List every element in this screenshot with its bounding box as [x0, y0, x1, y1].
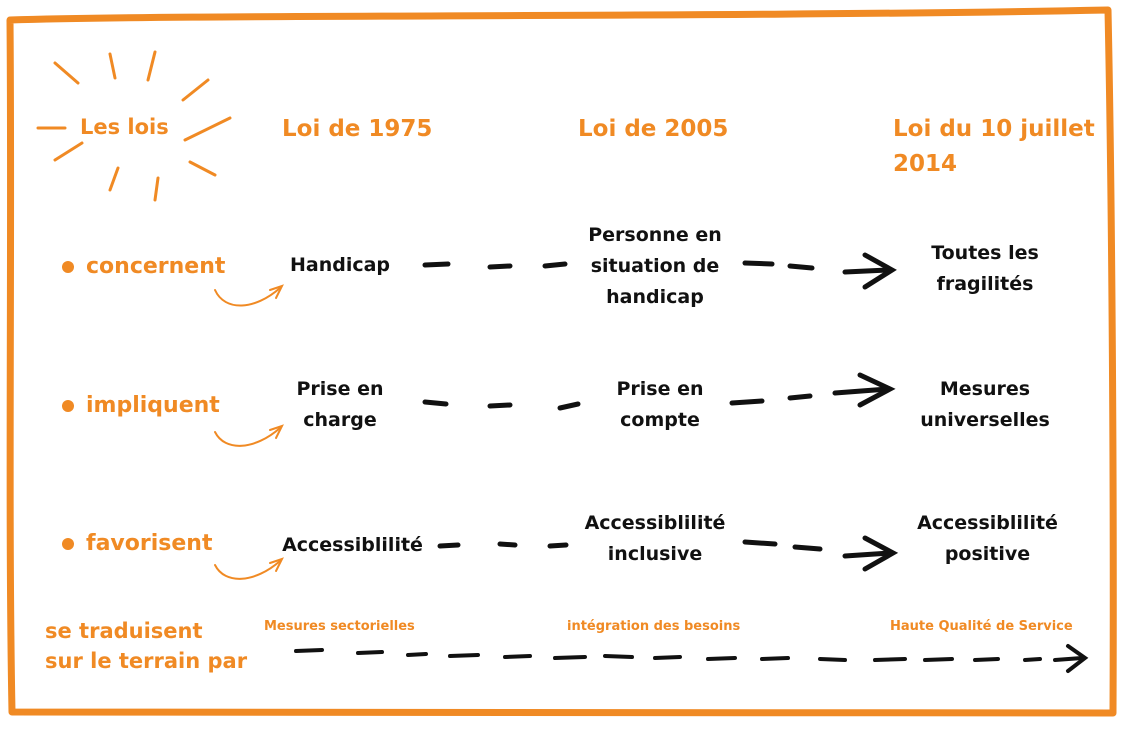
terrain-stage-qualite: Haute Qualité de Service: [890, 619, 1073, 634]
column-header-2005: Loi de 2005: [578, 116, 729, 142]
terrain-label-line2: sur le terrain par: [45, 649, 248, 673]
row-label-impliquent: impliquent: [62, 393, 220, 418]
dashed-arrow-icon: [422, 372, 896, 411]
column-header-2014: Loi du 10 juillet 2014: [893, 116, 1095, 177]
terrain-stage-integration: intégration des besoins: [567, 619, 741, 634]
sun-rays-icon: [36, 50, 232, 202]
row-label-text: impliquent: [86, 393, 220, 418]
dashed-arrow-icon: [422, 252, 897, 290]
cell-1975-impliquent: Prise en charge: [296, 378, 384, 431]
bullet-dot-icon: [62, 261, 74, 273]
bullet-dot-icon: [62, 400, 74, 412]
cell-2014-favorisent: Accessiblilité positive: [917, 512, 1058, 565]
frame-border: [6, 6, 1117, 718]
dashed-arrow-icon: [437, 535, 899, 572]
row-label-favorisent: favorisent: [62, 531, 212, 556]
terrain-label-line1: se traduisent: [45, 619, 203, 643]
cell-2005-impliquent: Prise en compte: [616, 378, 704, 431]
curved-arrow-icon: [214, 284, 284, 580]
cell-1975-favorisent: Accessiblilité: [282, 534, 423, 556]
dashed-arrow-icon: [294, 644, 1089, 673]
bullet-dot-icon: [62, 538, 74, 550]
row-label-concernent: concernent: [62, 254, 225, 279]
cell-1975-concernent: Handicap: [289, 254, 391, 276]
cell-2014-concernent: Toutes les fragilités: [931, 242, 1039, 295]
row-label-text: favorisent: [86, 531, 213, 556]
row-label-text: concernent: [86, 254, 226, 279]
cell-2005-favorisent: Accessiblilité inclusive: [584, 512, 726, 565]
column-header-1975: Loi de 1975: [282, 116, 433, 142]
cell-2005-concernent: Personne en situation de handicap: [588, 224, 722, 308]
terrain-label: se traduisent sur le terrain par: [45, 616, 247, 676]
cell-2014-impliquent: Mesures universelles: [920, 378, 1050, 431]
terrain-stage-sectorielles: Mesures sectorielles: [264, 619, 415, 634]
diagram-title: Les lois: [80, 115, 169, 139]
